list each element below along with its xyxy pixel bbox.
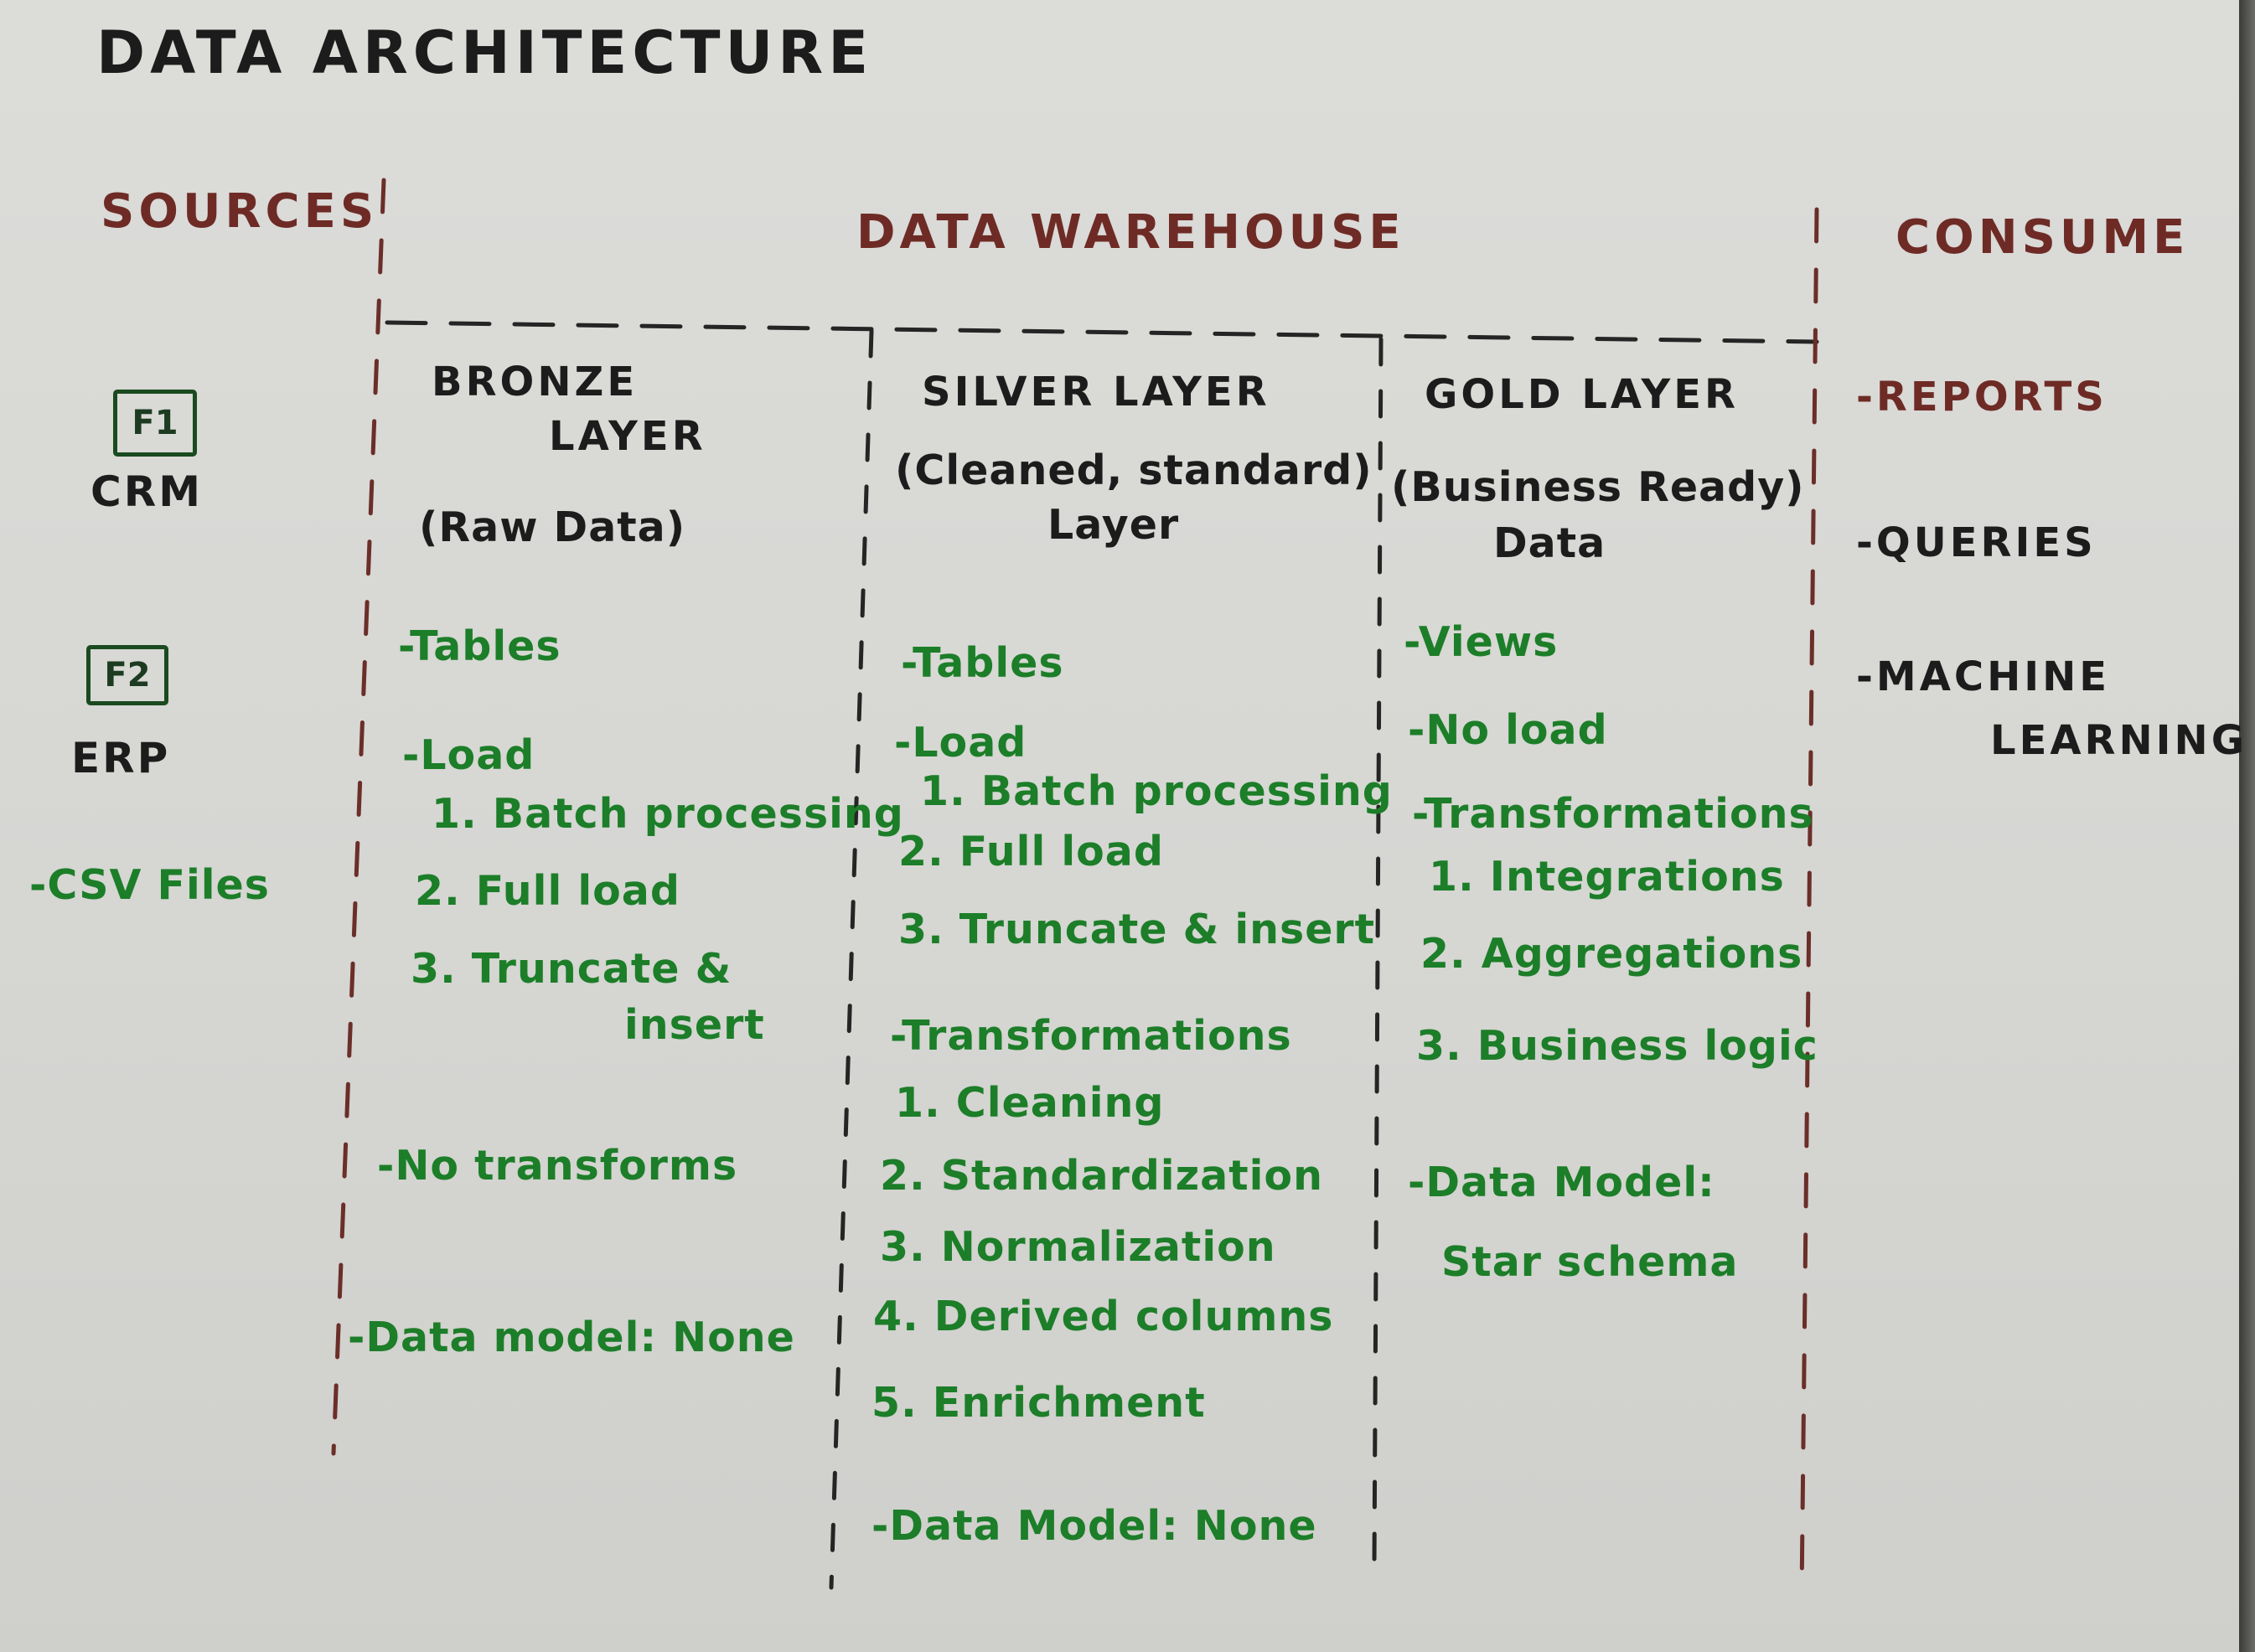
bronze-silver-divider — [829, 328, 874, 1590]
gold-no-load: -No load — [1408, 706, 1608, 754]
silver-transform-2: 2. Standardization — [880, 1152, 1323, 1200]
consume-ml-line1: -MACHINE — [1856, 653, 2111, 700]
bronze-title-line1: BRONZE — [432, 359, 639, 405]
bronze-load-step-3-cont: insert — [624, 1001, 765, 1049]
gold-transform-3: 3. Business logic — [1416, 1022, 1818, 1070]
silver-load: -Load — [894, 719, 1027, 767]
f2-source-box: F2 — [86, 645, 168, 705]
silver-transform-3: 3. Normalization — [880, 1223, 1276, 1271]
consume-queries: -QUERIES — [1856, 519, 2097, 566]
bronze-load: -Load — [402, 731, 535, 779]
consume-reports: -REPORTS — [1856, 374, 2108, 421]
silver-data-model: -Data Model: None — [871, 1502, 1317, 1550]
silver-transform-5: 5. Enrichment — [871, 1379, 1206, 1427]
silver-transform-1: 1. Cleaning — [895, 1079, 1165, 1127]
silver-description-line1: (Cleaned, standard) — [895, 447, 1373, 494]
gold-views: -Views — [1404, 618, 1559, 666]
bronze-transforms: -No transforms — [377, 1142, 738, 1190]
silver-title: SILVER LAYER — [922, 369, 1270, 416]
gold-data-model: -Data Model: — [1408, 1159, 1715, 1206]
bronze-load-step-2: 2. Full load — [415, 867, 680, 915]
silver-transformations: -Transformations — [890, 1012, 1292, 1060]
silver-load-step-2: 2. Full load — [898, 828, 1164, 875]
silver-description-line2: Layer — [1047, 501, 1180, 549]
silver-load-step-3: 3. Truncate & insert — [898, 906, 1376, 953]
bronze-data-model: -Data model: None — [348, 1314, 795, 1361]
bronze-load-step-1: 1. Batch processing — [432, 790, 904, 838]
f1-source-box: F1 — [113, 390, 197, 457]
bronze-title-line2: LAYER — [549, 413, 706, 460]
board-edge-shadow — [2239, 0, 2255, 1652]
erp-label: ERP — [71, 734, 171, 782]
warehouse-header: DATA WAREHOUSE — [856, 205, 1405, 260]
warehouse-consume-divider — [1799, 207, 1819, 1598]
crm-label: CRM — [91, 467, 203, 516]
gold-transform-1: 1. Integrations — [1429, 853, 1785, 901]
page-title: DATA ARCHITECTURE — [96, 18, 874, 87]
consume-header: CONSUME — [1896, 210, 2190, 265]
silver-transform-4: 4. Derived columns — [873, 1293, 1334, 1340]
bronze-load-step-3: 3. Truncate & — [411, 945, 732, 993]
silver-load-step-1: 1. Batch processing — [920, 767, 1393, 815]
gold-description-line1: (Business Ready) — [1391, 463, 1805, 511]
gold-description-line2: Data — [1493, 519, 1606, 567]
silver-gold-divider — [1372, 337, 1384, 1569]
gold-transform-2: 2. Aggregations — [1420, 930, 1803, 978]
gold-title: GOLD LAYER — [1425, 371, 1739, 418]
warehouse-top-divider — [385, 320, 1819, 344]
sources-header: SOURCES — [101, 184, 379, 239]
bronze-description: (Raw Data) — [419, 503, 686, 551]
gold-data-model-value: Star schema — [1441, 1238, 1739, 1286]
bronze-tables: -Tables — [398, 622, 561, 670]
consume-ml-line2: LEARNING — [1990, 717, 2248, 764]
csv-files-label: -CSV Files — [29, 861, 270, 909]
silver-tables: -Tables — [901, 639, 1064, 687]
gold-transformations: -Transformations — [1412, 790, 1814, 838]
sources-warehouse-divider — [331, 178, 386, 1456]
